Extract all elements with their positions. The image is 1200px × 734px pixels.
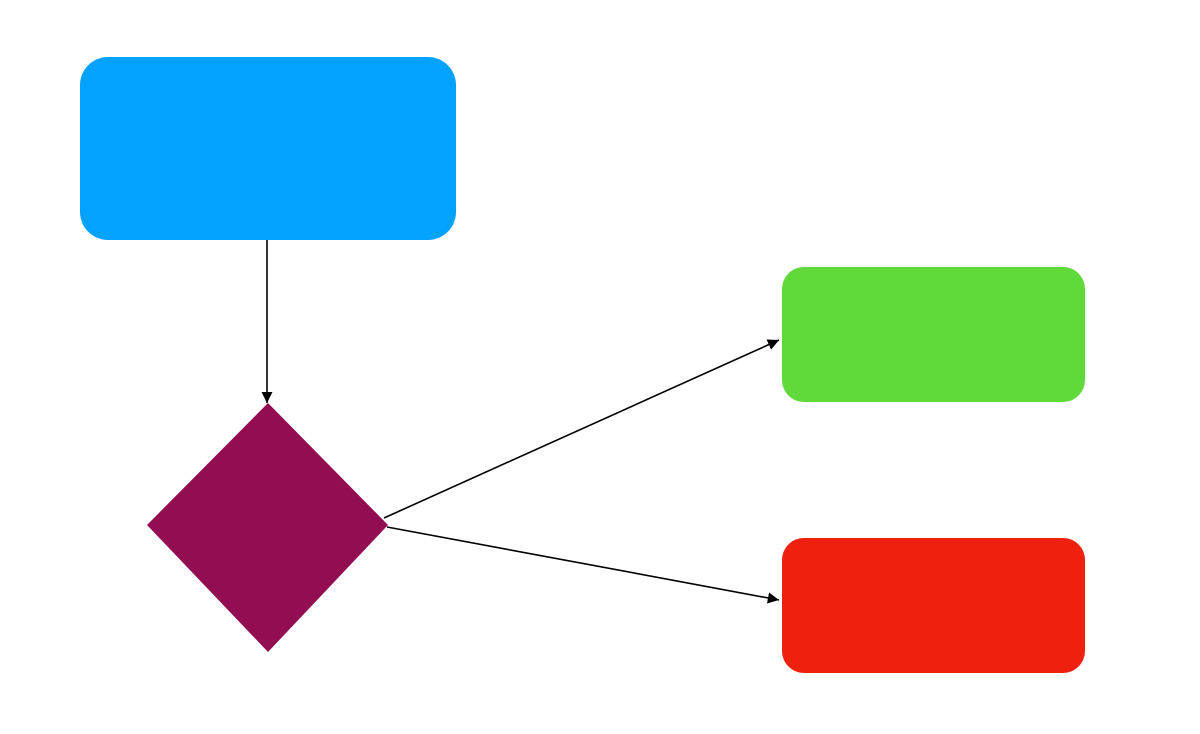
edges-layer [261,237,780,604]
edge-decision-to-outcome-no [386,526,780,604]
outcome-no-node[interactable] [782,538,1085,673]
nodes-layer [80,57,1085,673]
start-node[interactable] [80,57,456,240]
outcome-yes-node[interactable] [782,267,1085,402]
decision-node[interactable] [147,403,388,652]
edge-decision-to-outcome-yes [383,339,780,519]
